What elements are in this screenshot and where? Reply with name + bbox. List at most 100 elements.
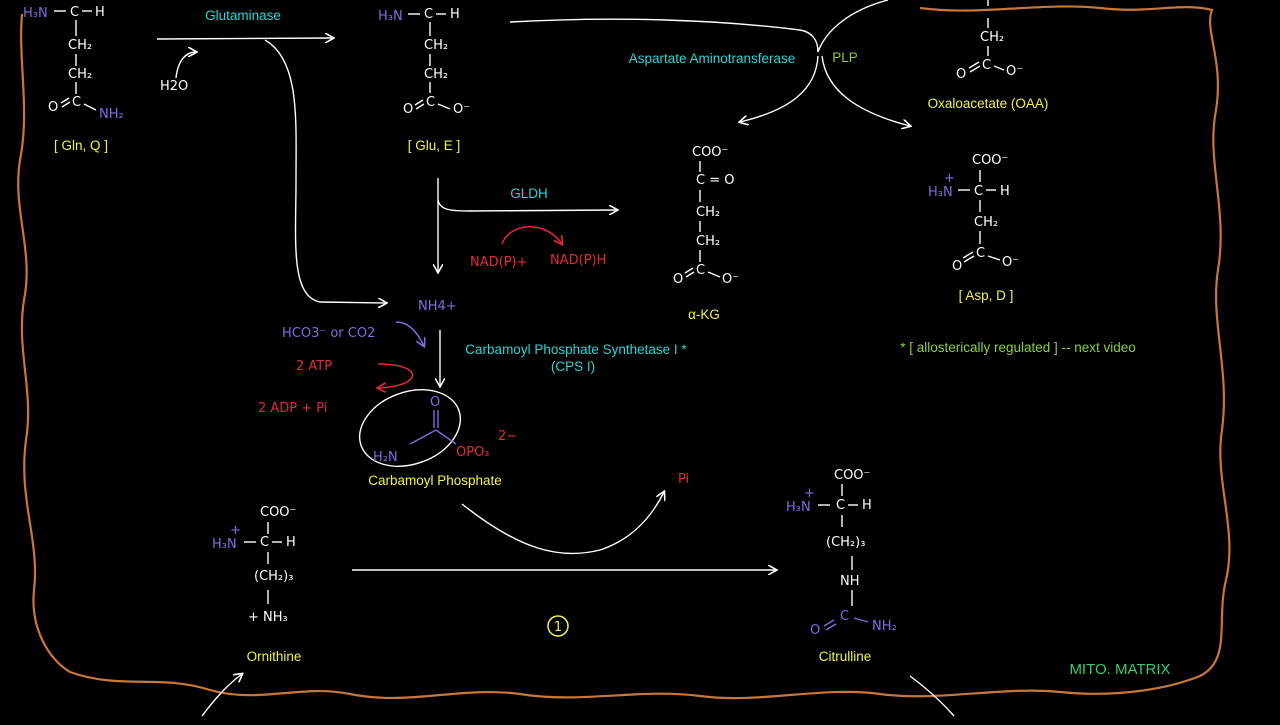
- svg-text:NH: NH: [840, 574, 860, 589]
- svg-text:(CH₂)₃: (CH₂)₃: [826, 535, 865, 550]
- oxaloacetate-structure: CH₂ C O O⁻: [956, 0, 1023, 82]
- label-ornithine: Ornithine: [247, 649, 302, 664]
- svg-text:+: +: [230, 523, 241, 538]
- svg-text:C: C: [260, 535, 269, 550]
- svg-text:COO⁻: COO⁻: [260, 505, 296, 520]
- svg-text:CH₂: CH₂: [696, 234, 720, 249]
- svg-text:C: C: [836, 498, 845, 513]
- label-carbamoyl-phosphate: Carbamoyl Phosphate: [368, 473, 502, 488]
- enzyme-gldh: GLDH: [510, 186, 548, 201]
- arrow-citrulline-out: [909, 675, 955, 717]
- svg-text:O: O: [430, 395, 440, 410]
- svg-text:H: H: [1000, 184, 1010, 199]
- svg-text:CH₂: CH₂: [424, 38, 448, 53]
- svg-text:C: C: [70, 5, 79, 20]
- arrow-to-asp: [821, 55, 910, 126]
- svg-text:CH₂: CH₂: [696, 205, 720, 220]
- cofactor-adp: 2 ADP + Pi: [258, 401, 327, 416]
- arrow-nadp-to-nadph: [501, 226, 562, 244]
- label-citrulline: Citrulline: [819, 649, 872, 664]
- svg-text:H₂N: H₂N: [373, 450, 398, 465]
- aspartate-structure: COO⁻ H₃N + C H CH₂ C O O⁻: [928, 153, 1019, 274]
- step-marker-circle: [547, 615, 569, 637]
- svg-text:O⁻: O⁻: [722, 272, 739, 287]
- svg-text:O: O: [403, 102, 413, 117]
- svg-text:CH₂: CH₂: [68, 38, 92, 53]
- svg-text:H: H: [95, 5, 105, 20]
- svg-text:CH₂: CH₂: [68, 67, 92, 82]
- svg-text:O: O: [810, 623, 820, 638]
- cofactor-plp: PLP: [832, 50, 858, 65]
- carbamoyl-phosphate-structure: O H₂N OPO₃ 2−: [358, 389, 517, 467]
- cofactor-water: H2O: [160, 79, 188, 94]
- arrow-gln-to-glu: [156, 38, 333, 39]
- svg-text:+ NH₃: + NH₃: [248, 610, 288, 625]
- glutamate-structure: H₃N C H CH₂ CH₂ C O O⁻: [378, 7, 470, 117]
- svg-text:C: C: [426, 95, 435, 110]
- svg-text:+: +: [804, 486, 815, 501]
- svg-text:(CH₂)₃: (CH₂)₃: [254, 569, 293, 584]
- label-ammonium: NH4+: [418, 299, 457, 314]
- svg-text:O⁻: O⁻: [1006, 64, 1023, 79]
- svg-text:C: C: [72, 95, 81, 110]
- svg-text:H₃N: H₃N: [378, 9, 403, 24]
- svg-text:2−: 2−: [498, 429, 517, 444]
- cofactor-nadp: NAD(P)+: [470, 255, 528, 270]
- label-asp: [ Asp, D ]: [959, 288, 1014, 303]
- arrow-water-in: [175, 52, 196, 79]
- arrow-pi-release: [461, 492, 664, 555]
- note-allosteric: * [ allosterically regulated ] -- next v…: [900, 340, 1136, 355]
- enzyme-glutaminase: Glutaminase: [205, 8, 281, 23]
- arrow-glu-to-ast: [509, 18, 819, 53]
- arrow-oaa-in: [817, 0, 889, 53]
- label-akg: α-KG: [688, 307, 720, 322]
- svg-text:O⁻: O⁻: [1002, 255, 1019, 270]
- enzyme-cps1: Carbamoyl Phosphate Synthetase I *: [465, 342, 687, 357]
- svg-text:NH₂: NH₂: [872, 619, 897, 634]
- arrow-amide-to-ammonium: [264, 39, 386, 303]
- svg-text:C: C: [424, 7, 433, 22]
- svg-text:COO⁻: COO⁻: [692, 145, 728, 160]
- svg-text:O⁻: O⁻: [453, 102, 470, 117]
- svg-text:C = O: C = O: [696, 173, 734, 188]
- svg-text:O: O: [673, 272, 683, 287]
- glutamine-structure: H₃N C H CH₂ CH₂ C O NH₂: [23, 5, 124, 122]
- svg-text:CH₂: CH₂: [424, 67, 448, 82]
- cofactor-nadph: NAD(P)H: [550, 253, 606, 268]
- svg-text:O: O: [952, 259, 962, 274]
- enzyme-ast: Aspartate Aminotransferase: [629, 51, 796, 66]
- svg-text:H: H: [286, 535, 296, 550]
- arrow-atp-to-adp: [378, 363, 413, 388]
- cofactor-pi: Pi: [678, 472, 689, 487]
- svg-text:NH₂: NH₂: [99, 107, 124, 122]
- svg-text:H: H: [450, 7, 460, 22]
- svg-text:O: O: [956, 67, 966, 82]
- arrow-ornithine-in: [201, 674, 242, 717]
- arrow-bicarb-in: [395, 321, 424, 346]
- svg-text:+: +: [944, 171, 955, 186]
- svg-text:C: C: [982, 58, 991, 73]
- svg-text:CH₂: CH₂: [980, 30, 1004, 45]
- svg-text:C: C: [976, 246, 985, 261]
- svg-text:COO⁻: COO⁻: [834, 468, 870, 483]
- label-oaa: Oxaloacetate (OAA): [928, 96, 1049, 111]
- svg-text:H₃N: H₃N: [928, 185, 953, 200]
- step-marker: 1: [554, 620, 562, 635]
- cofactor-atp: 2 ATP: [296, 359, 332, 374]
- mitochondrial-membrane: [17, 5, 1231, 700]
- cofactor-bicarbonate: HCO3⁻ or CO2: [282, 326, 375, 341]
- label-glu: [ Glu, E ]: [408, 138, 461, 153]
- svg-text:C: C: [696, 263, 705, 278]
- svg-text:H: H: [862, 498, 872, 513]
- arrow-to-akg: [740, 55, 819, 122]
- svg-text:C: C: [974, 184, 983, 199]
- label-gln: [ Gln, Q ]: [54, 138, 108, 153]
- compartment-label: MITO. MATRIX: [1069, 661, 1170, 678]
- arrow-gldh: [437, 199, 617, 211]
- citrulline-structure: COO⁻ H₃N + C H (CH₂)₃ NH C O NH₂: [786, 468, 897, 638]
- svg-text:OPO₃: OPO₃: [456, 445, 490, 460]
- svg-text:COO⁻: COO⁻: [972, 153, 1008, 168]
- svg-text:C: C: [840, 609, 849, 624]
